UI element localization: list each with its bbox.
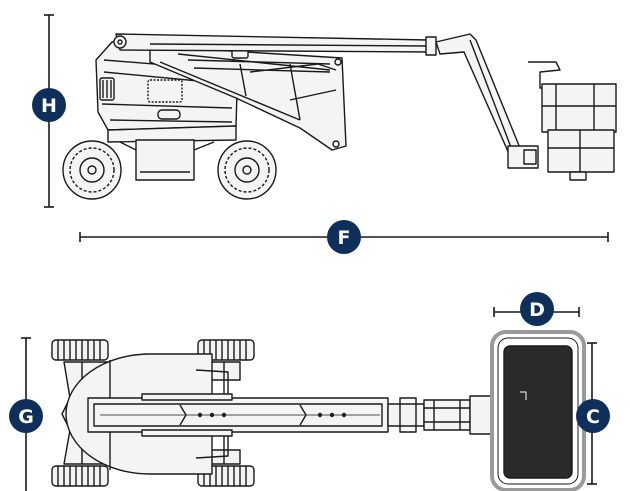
side-rotator xyxy=(507,145,539,169)
label-c: C xyxy=(586,406,600,428)
side-control-panel xyxy=(147,79,183,103)
top-platform xyxy=(490,330,586,491)
side-grille xyxy=(99,77,115,101)
badge-c: C xyxy=(576,399,610,433)
top-boom-holes xyxy=(197,412,347,418)
label-g: G xyxy=(18,406,34,428)
side-view xyxy=(62,33,617,200)
label-h: H xyxy=(41,95,57,117)
badge-d: D xyxy=(520,292,554,326)
side-main-boom xyxy=(115,33,431,53)
side-logo-plate xyxy=(157,109,181,120)
badge-f: F xyxy=(327,220,361,254)
side-link-arms xyxy=(249,63,337,101)
top-view xyxy=(51,330,586,491)
side-platform xyxy=(528,61,617,181)
side-boom-head xyxy=(425,36,437,56)
side-axle-box xyxy=(135,139,195,181)
label-d: D xyxy=(529,299,545,321)
top-jib xyxy=(387,403,425,427)
side-base-frame xyxy=(107,125,237,143)
top-rotator xyxy=(423,399,471,431)
label-f: F xyxy=(338,227,351,249)
side-wheel-front xyxy=(217,140,277,200)
badge-h: H xyxy=(32,88,66,122)
badge-g: G xyxy=(9,399,43,433)
top-tire-rear-right xyxy=(51,465,109,487)
side-wheel-rear xyxy=(62,140,122,200)
top-tire-rear-left xyxy=(51,339,109,361)
